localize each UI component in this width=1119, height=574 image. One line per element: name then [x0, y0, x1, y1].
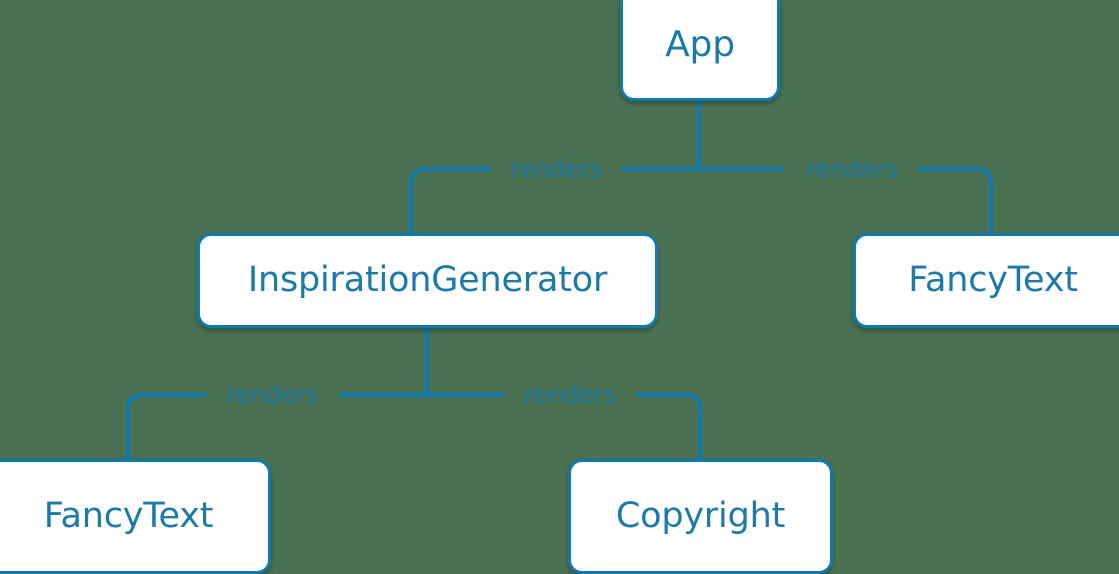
- node-fancytext-right-label: FancyText: [908, 260, 1078, 300]
- node-inspiration-generator[interactable]: InspirationGenerator: [197, 233, 658, 328]
- node-fancytext-left[interactable]: FancyText: [0, 459, 271, 574]
- node-fancytext-right[interactable]: FancyText: [853, 233, 1119, 328]
- edge-label-inspiration-generator-to-fancytext-left: renders: [226, 381, 318, 409]
- edge-inspiration-to-copyright-right-segment: [637, 393, 702, 459]
- node-copyright[interactable]: Copyright: [568, 459, 833, 574]
- node-app-label: App: [665, 23, 735, 65]
- node-fancytext-left-label: FancyText: [43, 496, 214, 536]
- edge-app-to-fancytext-right-segment: [918, 167, 993, 233]
- node-app[interactable]: App: [620, 0, 780, 101]
- edge-label-app-to-fancytext-right: renders: [806, 155, 898, 183]
- edge-label-inspiration-generator-to-copyright: renders: [524, 381, 616, 409]
- edge-app-to-inspiration-right-segment: [409, 167, 491, 233]
- node-copyright-label: Copyright: [615, 496, 786, 536]
- node-inspiration-generator-label: InspirationGenerator: [247, 260, 608, 300]
- edge-label-app-to-inspiration-generator: renders: [510, 155, 602, 183]
- edge-inspiration-to-fancytext-right-segment: [126, 393, 207, 459]
